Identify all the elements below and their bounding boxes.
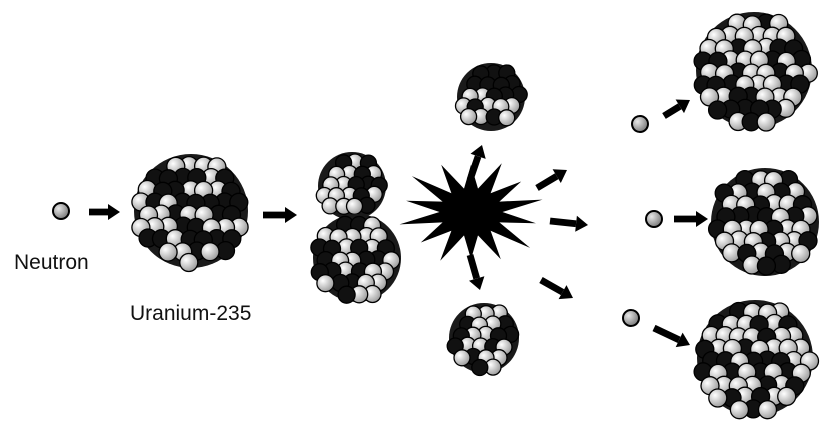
splitting-nucleus-lower [311,214,401,303]
arrow-neutron-release-3 [539,277,573,299]
arrow-neutron-1-to-nucleus [662,100,690,119]
incoming-neutron [53,203,69,219]
target-nucleus-middle [709,168,819,276]
arrow-neutron-3-to-nucleus [653,325,691,347]
arrow-neutron-release-2 [550,216,588,232]
arrow-neutron-release-1 [535,169,567,191]
released-neutron-2 [646,211,662,227]
arrow-neutron-2-to-nucleus [674,211,708,227]
arrow-to-fragment-top [467,145,486,181]
released-neutron-3 [623,310,639,326]
target-nucleus-bottom [694,300,818,419]
neutron-label: Neutron [14,251,89,275]
uranium-235-nucleus [132,154,248,272]
arrow-to-fragment-bottom [467,254,485,290]
target-nucleus-top [694,12,817,131]
arrow-neutron-to-uranium [89,204,120,220]
released-neutron-1 [632,116,648,132]
fission-fragment-top [456,63,528,131]
splitting-nucleus-upper [316,152,387,220]
fission-fragment-bottom [447,303,519,376]
uranium-235-label: Uranium-235 [130,302,251,326]
arrow-uranium-to-splitting [263,207,297,223]
